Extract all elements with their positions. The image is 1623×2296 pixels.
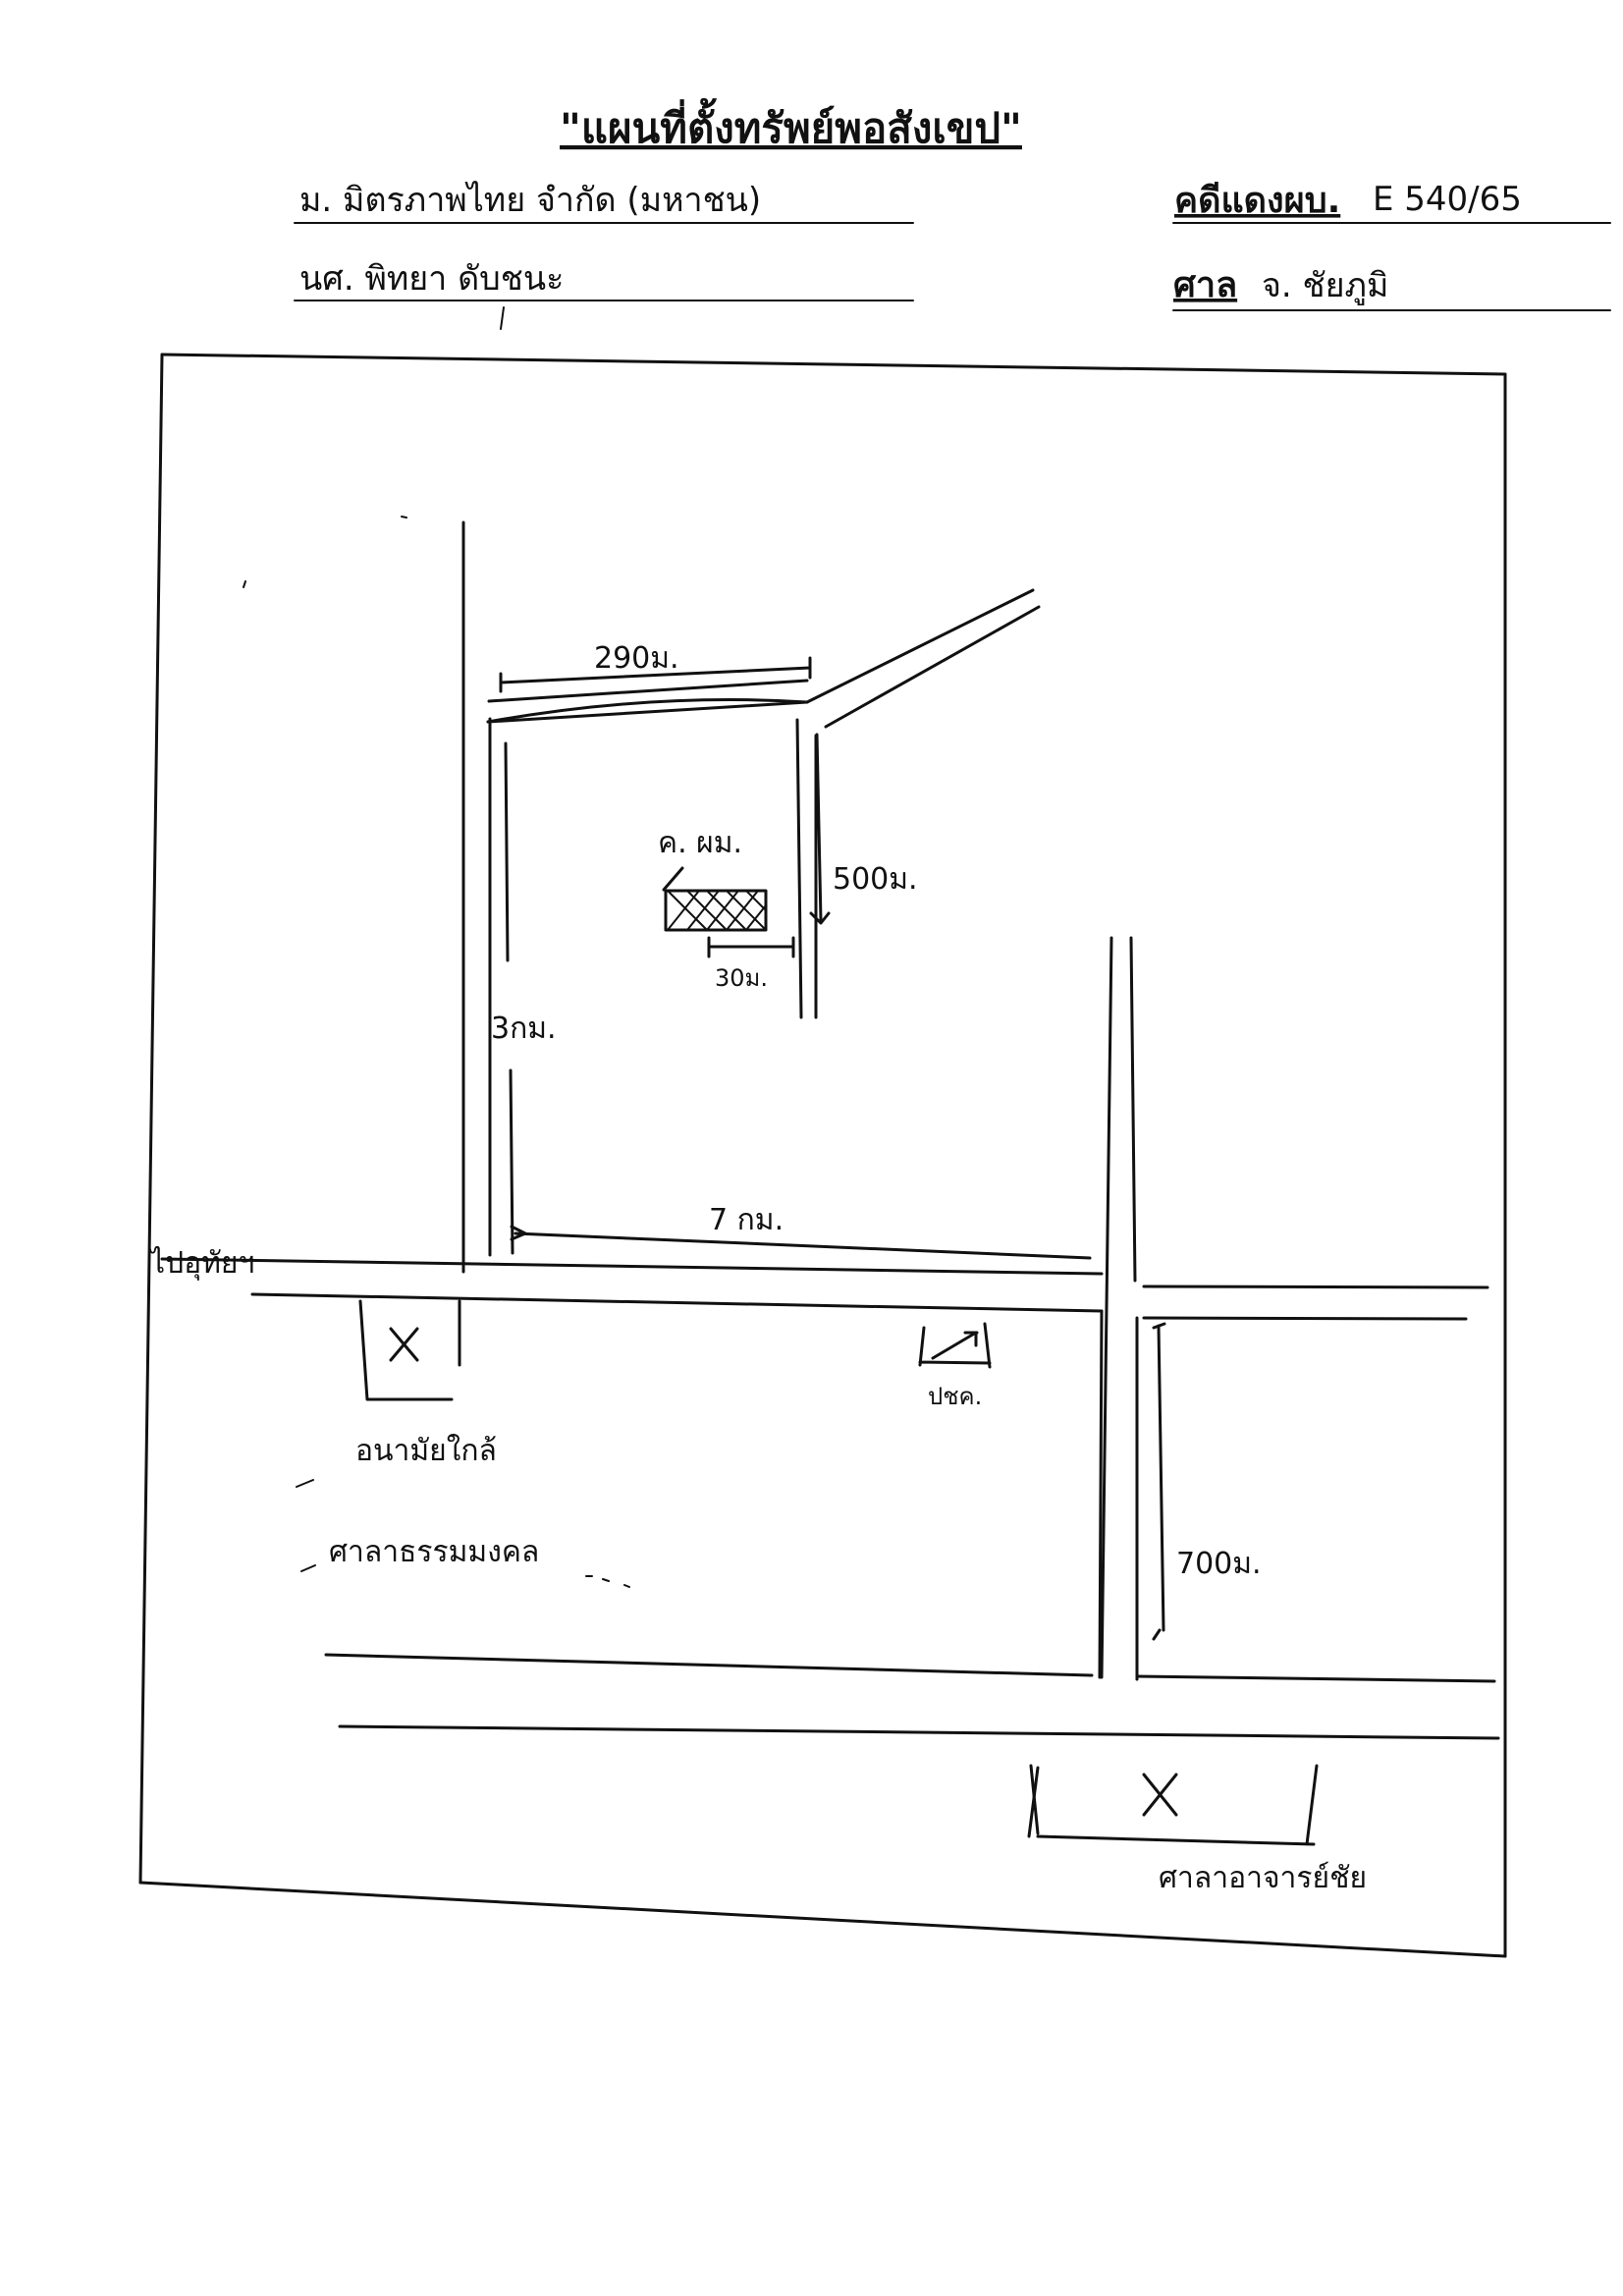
left-vertical-road <box>461 520 492 1274</box>
header-tick-mark <box>500 306 505 330</box>
left-distance-line-lower <box>509 1068 514 1255</box>
short-vertical-road-left <box>795 718 803 1019</box>
lower-road-2 <box>1135 1674 1496 1683</box>
property-leader <box>662 866 684 892</box>
map-border-left <box>138 353 164 1885</box>
bottom-distance-label: 7 กม. <box>709 1203 784 1237</box>
small-distance-label: 30ม. <box>715 964 768 992</box>
upper-short-road <box>486 698 809 724</box>
right-side-distance-label: 500ม. <box>833 862 918 897</box>
diagonal-road-lower-edge <box>824 605 1041 729</box>
lower-road-1 <box>324 1653 1094 1677</box>
main-horizontal-road-bottom <box>250 1292 1104 1313</box>
right-main-horizontal-road-bottom <box>1142 1316 1468 1321</box>
bottom-place-label: ศาลาอาจารย์ชัย <box>1159 1861 1367 1895</box>
right-header-prefix-1: คดีแดงผบ. <box>1174 181 1340 221</box>
bottom-landmark-frame <box>1027 1764 1319 1846</box>
bottom-cross-mark-icon <box>1142 1773 1178 1817</box>
small-distance-line <box>707 936 795 958</box>
left-place-label: อนามัยใกล้ <box>355 1434 497 1468</box>
bottom-distance-line <box>510 1225 1092 1260</box>
left-header-line-1: ม. มิตรภาพไทย จำกัด (มหาชน) <box>299 181 761 220</box>
lower-road-3 <box>338 1724 1500 1740</box>
left-distance-line-upper <box>504 741 510 962</box>
left-header-line-2: นศ. พิทยา ดับชนะ <box>299 259 564 299</box>
stray-mark-dots <box>585 1575 630 1588</box>
lower-distance-line <box>1152 1322 1166 1641</box>
right-header-number: E 540/65 <box>1373 180 1522 219</box>
destination-label: ไปอุทัยฯ <box>148 1245 254 1282</box>
map-border-bottom <box>138 1881 1507 1958</box>
left-distance-label: 3กม. <box>491 1011 557 1046</box>
map-border-top <box>160 353 1507 376</box>
right-main-horizontal-road-top <box>1142 1285 1489 1289</box>
upper-road-top-edge <box>487 679 809 703</box>
upper-road-lower-edge <box>486 700 809 724</box>
map-title: "แผนที่ตั้งทรัพย์พอสังเขป" <box>560 97 1022 152</box>
center-check-mark-icon <box>931 1331 979 1360</box>
left-extra-place-label: ศาลาธรรมมงคล <box>329 1535 539 1569</box>
left-landmark-frame <box>358 1299 461 1401</box>
property-label: ค. ผม. <box>658 826 742 860</box>
right-header-court: จ. ชัยภูมิ <box>1262 266 1388 305</box>
center-place-label: ปชค. <box>928 1383 982 1410</box>
center-landmark-frame <box>918 1322 992 1369</box>
right-header-prefix-2: ศาล <box>1173 265 1237 305</box>
top-distance-label: 290ม. <box>594 641 679 676</box>
stray-mark-left <box>243 580 246 588</box>
stray-mark-bottom-left <box>296 1479 316 1572</box>
left-cross-mark-icon <box>389 1327 419 1362</box>
main-horizontal-road-top <box>160 1257 1104 1276</box>
right-vertical-road-left <box>1100 936 1113 1679</box>
top-distance-line <box>499 656 812 693</box>
lower-vertical-road <box>1098 1309 1104 1679</box>
property-hatching <box>667 890 767 931</box>
right-vertical-road-right <box>1129 936 1139 1681</box>
house-side-arrow <box>809 733 831 925</box>
lower-distance-label: 700ม. <box>1176 1547 1262 1581</box>
diagonal-road-top-edge <box>805 588 1035 704</box>
stray-mark-center <box>401 516 407 519</box>
